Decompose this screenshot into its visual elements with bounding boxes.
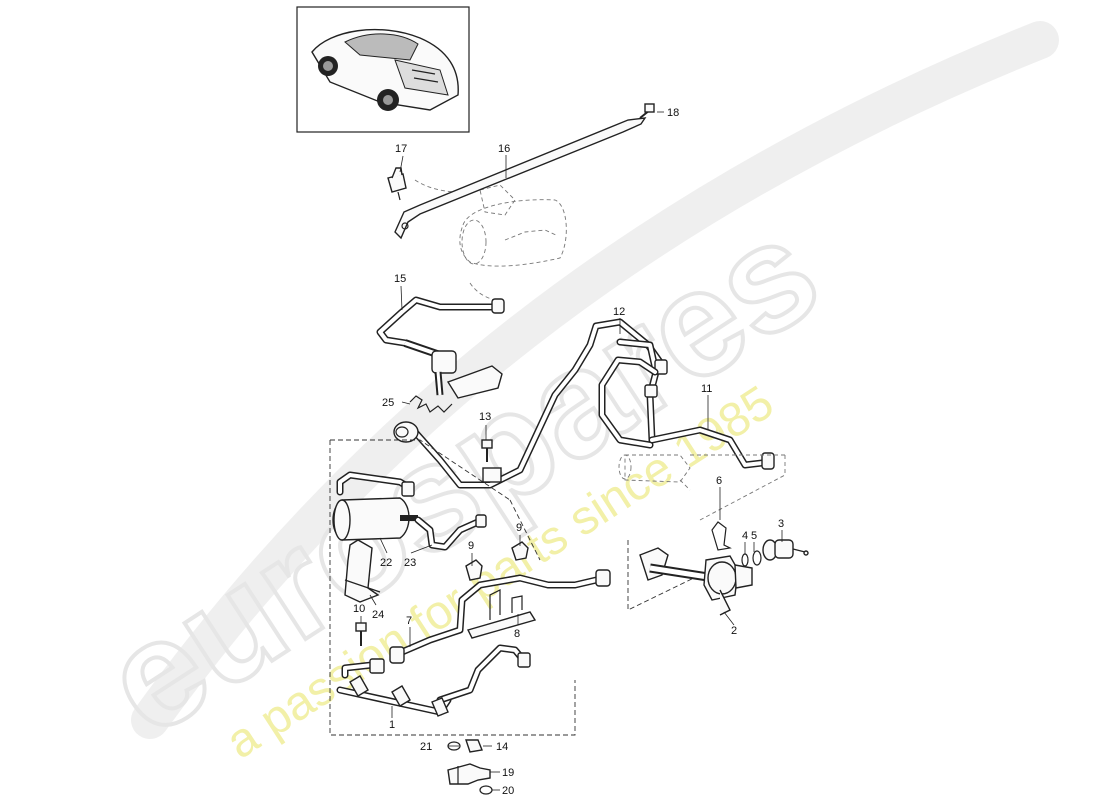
callout-19: 19: [502, 767, 514, 779]
clip-9a: [465, 559, 483, 581]
callout-9a: 9: [468, 540, 474, 552]
bracket-strap: [394, 117, 647, 240]
vent-line-15: [376, 296, 505, 399]
watermark-brand: eurospares: [76, 185, 846, 766]
callout-5: 5: [751, 530, 757, 542]
spring-clip-6: [711, 521, 732, 551]
bolt-18: [639, 103, 655, 119]
fuel-filter-22: [332, 471, 418, 541]
assembly-outline: [329, 439, 576, 736]
callout-14: 14: [496, 741, 508, 753]
callout-22: 22: [380, 557, 392, 569]
callout-labels: 17 16 18 15 12 11 25 13 6 3 4 5 9 9 22 2…: [353, 107, 784, 797]
callout-9b: 9: [516, 522, 522, 534]
fuel-line-12: [393, 318, 668, 489]
fuel-line-11: [598, 356, 775, 470]
damper-3: [762, 539, 809, 561]
callout-25: 25: [382, 397, 394, 409]
callout-6: 6: [716, 475, 722, 487]
callout-23: 23: [404, 557, 416, 569]
ring-5: [752, 550, 762, 566]
callout-16: 16: [498, 143, 510, 155]
callout-17: 17: [395, 143, 407, 155]
callout-24: 24: [372, 609, 384, 621]
callout-15: 15: [394, 273, 406, 285]
bolt-13: [481, 439, 493, 462]
fuel-rail-1: [336, 644, 531, 717]
callout-8: 8: [514, 628, 520, 640]
callout-10: 10: [353, 603, 365, 615]
callout-3: 3: [778, 518, 784, 530]
filter-bracket-24: [344, 539, 381, 603]
fuel-hose-7: [389, 569, 611, 664]
callout-12: 12: [613, 306, 625, 318]
hose-23: [414, 514, 487, 551]
callout-13: 13: [479, 411, 491, 423]
context-pressure-regulator: [618, 454, 786, 521]
injector-19: [447, 763, 491, 785]
o-ring-4: [741, 553, 749, 567]
callout-2: 2: [731, 625, 737, 637]
clip-14: [465, 739, 483, 753]
car-thumbnail-icon: [311, 28, 459, 111]
callout-20: 20: [502, 785, 514, 797]
callout-11: 11: [701, 383, 712, 395]
spring-clip-25: [409, 395, 453, 413]
callout-1: 1: [389, 719, 395, 731]
damper-assembly-2: [627, 540, 753, 616]
callout-4: 4: [742, 530, 748, 542]
o-ring-20: [479, 785, 493, 795]
callout-21: 21: [420, 741, 432, 753]
clip-nut-17: [387, 167, 407, 201]
car-thumbnail: [296, 6, 470, 133]
callout-18: 18: [667, 107, 679, 119]
leader-lines: [360, 111, 783, 791]
callout-7: 7: [406, 615, 412, 627]
